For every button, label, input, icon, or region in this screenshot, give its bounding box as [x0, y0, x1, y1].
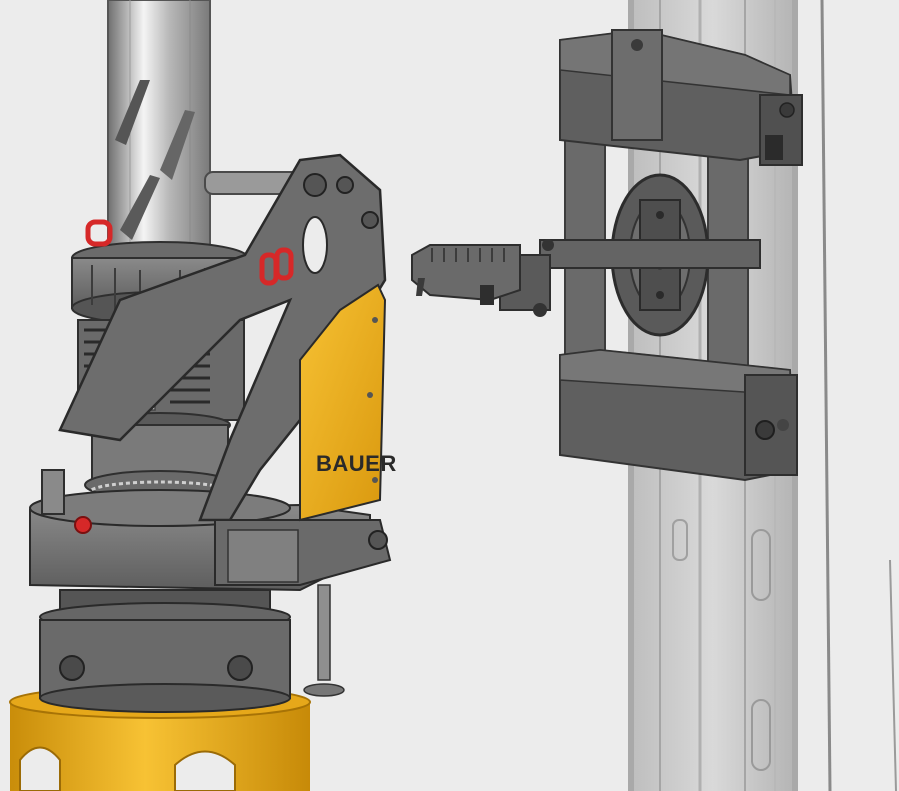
bauer-brand-label: BAUER [316, 451, 397, 476]
yellow-housing: BAUER [299, 283, 397, 522]
rope-lines [820, 0, 897, 791]
kelly-bar [107, 0, 211, 263]
mounting-frame [58, 153, 392, 586]
guide-carriage [411, 28, 803, 482]
